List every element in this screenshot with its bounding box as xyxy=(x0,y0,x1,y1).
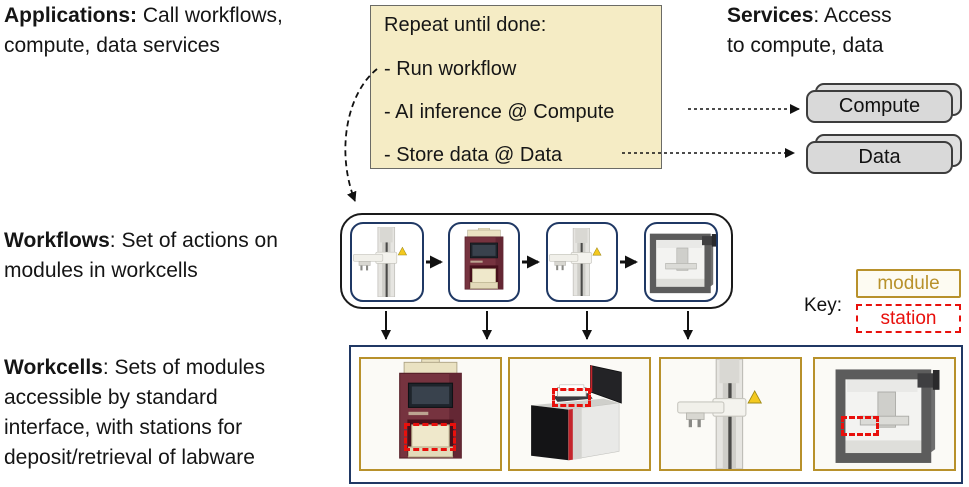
key-station-swatch: station xyxy=(856,304,961,333)
workcells-term: Workcells xyxy=(4,356,103,379)
station-marker xyxy=(841,416,879,436)
station-marker xyxy=(551,387,591,408)
services-line1: Services: Access xyxy=(727,4,892,27)
repeat-loop-item-run-workflow: - Run workflow xyxy=(384,58,517,80)
workcells-line3: interface, with stations for xyxy=(4,416,243,439)
services-label: Services: Access to compute, data xyxy=(727,1,892,61)
workcells-line1: Workcells: Sets of modules xyxy=(4,356,266,379)
workcell-instrument-2-plate-reader-icon xyxy=(508,357,651,471)
workcells-line4: deposit/retrieval of labware xyxy=(4,446,255,469)
station-marker xyxy=(404,422,456,452)
applications-line1: Applications: Call workflows, xyxy=(4,4,283,27)
workcells-line2: accessible by standard xyxy=(4,386,218,409)
workcells-label: Workcells: Sets of modules accessible by… xyxy=(4,353,265,473)
applications-label: Applications: Call workflows, compute, d… xyxy=(4,1,283,61)
data-service-box: Data xyxy=(806,134,964,175)
applications-line2: compute, data services xyxy=(4,34,220,57)
compute-service-box-label: Compute xyxy=(806,90,953,123)
key-label: Key: xyxy=(804,295,843,316)
key-module-swatch: module xyxy=(856,269,961,298)
workflow-module-4-frame-robot-icon xyxy=(644,222,718,302)
services-line2: to compute, data xyxy=(727,34,884,57)
workflows-label: Workflows: Set of actions on modules in … xyxy=(4,226,278,286)
workflow-module-1-rail-robot-icon xyxy=(350,222,424,302)
workflows-term: Workflows xyxy=(4,229,110,252)
services-term: Services xyxy=(727,4,814,27)
workflow-module-3-rail-robot-icon xyxy=(546,222,618,302)
repeat-loop-box: Repeat until done: - Run workflow - AI i… xyxy=(370,5,662,169)
workcell-instrument-3-rail-robot-icon xyxy=(659,357,802,471)
repeat-loop-item-ai-inference: - AI inference @ Compute xyxy=(384,101,615,123)
repeat-loop-item-store-data: - Store data @ Data xyxy=(384,144,563,166)
workcell-instrument-1-plate-sealer-icon xyxy=(359,357,502,471)
workflows-line2: modules in workcells xyxy=(4,259,198,282)
workflows-line1: Workflows: Set of actions on xyxy=(4,229,278,252)
workcell-instrument-4-frame-robot-icon xyxy=(813,357,956,471)
compute-service-box: Compute xyxy=(806,83,964,124)
data-service-box-label: Data xyxy=(806,141,953,174)
repeat-loop-title: Repeat until done: xyxy=(384,14,547,36)
workflow-module-2-plate-sealer-icon xyxy=(448,222,520,302)
applications-term: Applications: xyxy=(4,4,138,27)
